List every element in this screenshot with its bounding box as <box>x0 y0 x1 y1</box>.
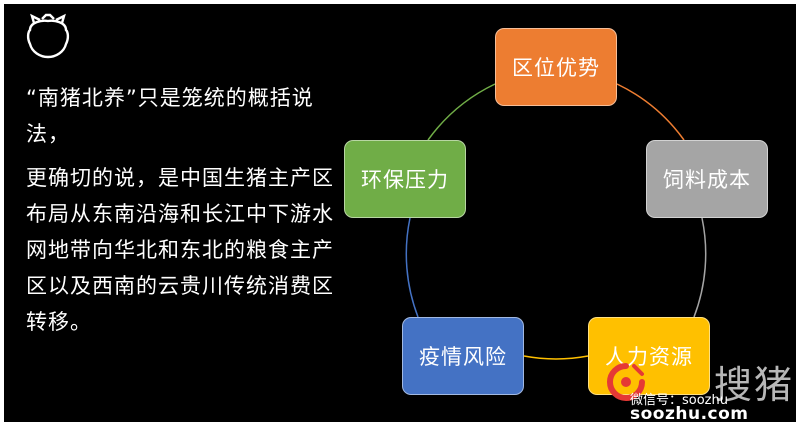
node-location-advantage: 区位优势 <box>495 28 617 106</box>
connector-top-right <box>616 83 685 141</box>
node-feed-cost: 饲料成本 <box>646 140 768 218</box>
node-environmental-pressure: 环保压力 <box>344 140 466 218</box>
watermark-url: soozhu.com <box>630 404 749 422</box>
connector-left-top <box>427 83 496 141</box>
connector-bottomleft-left <box>405 217 419 318</box>
text-paragraph-1: “南猪北养”只是笼统的概括说法， <box>26 86 314 146</box>
soozhu-logo-icon <box>607 363 645 401</box>
watermark-wechat: 微信号：soozhu <box>630 393 728 408</box>
connector-bottomright-bottomleft <box>523 355 589 360</box>
watermark-brand: 搜猪 <box>714 363 795 407</box>
connector-right-bottomright <box>693 217 707 318</box>
main-text: “南猪北养”只是笼统的概括说法， 更确切的说，是中国生猪主产区布局从东南沿海和长… <box>26 80 336 340</box>
piggy-bank-icon <box>26 13 70 59</box>
cycle-ring <box>405 83 707 360</box>
text-paragraph-2: 更确切的说，是中国生猪主产区布局从东南沿海和长江中下游水网地带向华北和东北的粮食… <box>26 166 334 334</box>
node-epidemic-risk: 疫情风险 <box>402 317 524 395</box>
slide: “南猪北养”只是笼统的概括说法， 更确切的说，是中国生猪主产区布局从东南沿海和长… <box>4 4 796 422</box>
